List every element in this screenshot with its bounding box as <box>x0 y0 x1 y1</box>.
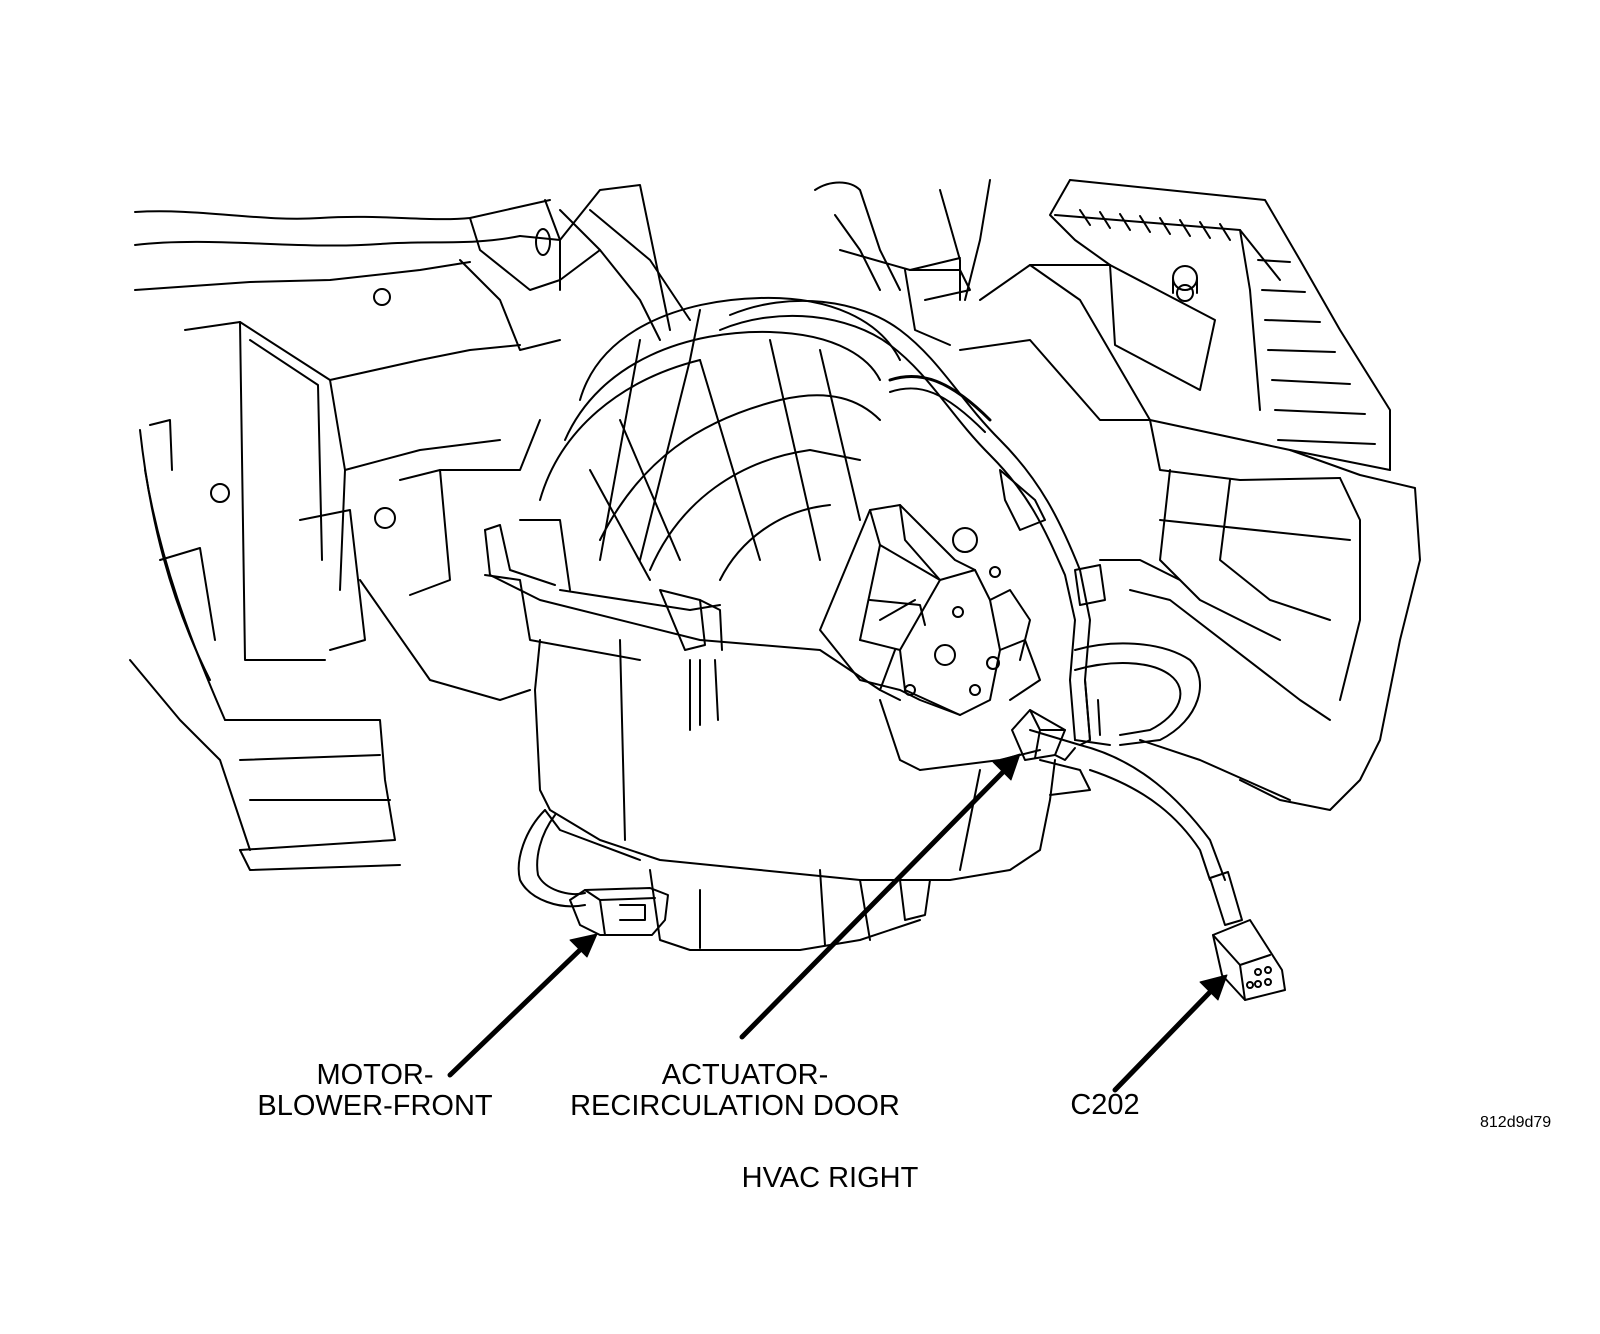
c202-arrowhead <box>1199 974 1228 1001</box>
blower-motor-connector <box>569 887 669 936</box>
top-outlet <box>814 179 991 346</box>
motor-callout-line2: BLOWER-FRONT <box>257 1090 493 1122</box>
actuator-callout-line1: ACTUATOR- <box>661 1059 829 1091</box>
motor-arrow-shaft <box>447 945 585 1078</box>
motor-callout-line1: MOTOR- <box>316 1059 434 1091</box>
wire-harness <box>517 299 1243 926</box>
blower-housing <box>484 296 1056 951</box>
actuator-arrowhead <box>992 753 1021 781</box>
figure-id: 812d9d79 <box>1480 1114 1552 1131</box>
right-housing <box>909 179 1421 811</box>
actuator-body <box>819 504 1041 716</box>
left-housing <box>129 184 691 871</box>
motor-arrowhead <box>569 933 598 958</box>
actuator-arrow-shaft <box>739 767 1008 1040</box>
callout-arrows <box>447 767 1215 1093</box>
diagram-caption: HVAC RIGHT <box>741 1162 919 1194</box>
c202-callout-line1: C202 <box>1070 1089 1140 1121</box>
c202-callout: C202 <box>1060 1090 1150 1121</box>
actuator-connector <box>1011 709 1076 761</box>
callout-arrowheads <box>569 753 1228 1001</box>
actuator-callout-line2: RECIRCULATION DOOR <box>570 1090 900 1122</box>
actuator-callout: ACTUATOR- RECIRCULATION DOOR <box>560 1060 910 1122</box>
motor-blower-callout: MOTOR- BLOWER-FRONT <box>255 1060 495 1122</box>
c202-arrow-shaft <box>1112 987 1215 1093</box>
c202-connector <box>1212 919 1286 1001</box>
